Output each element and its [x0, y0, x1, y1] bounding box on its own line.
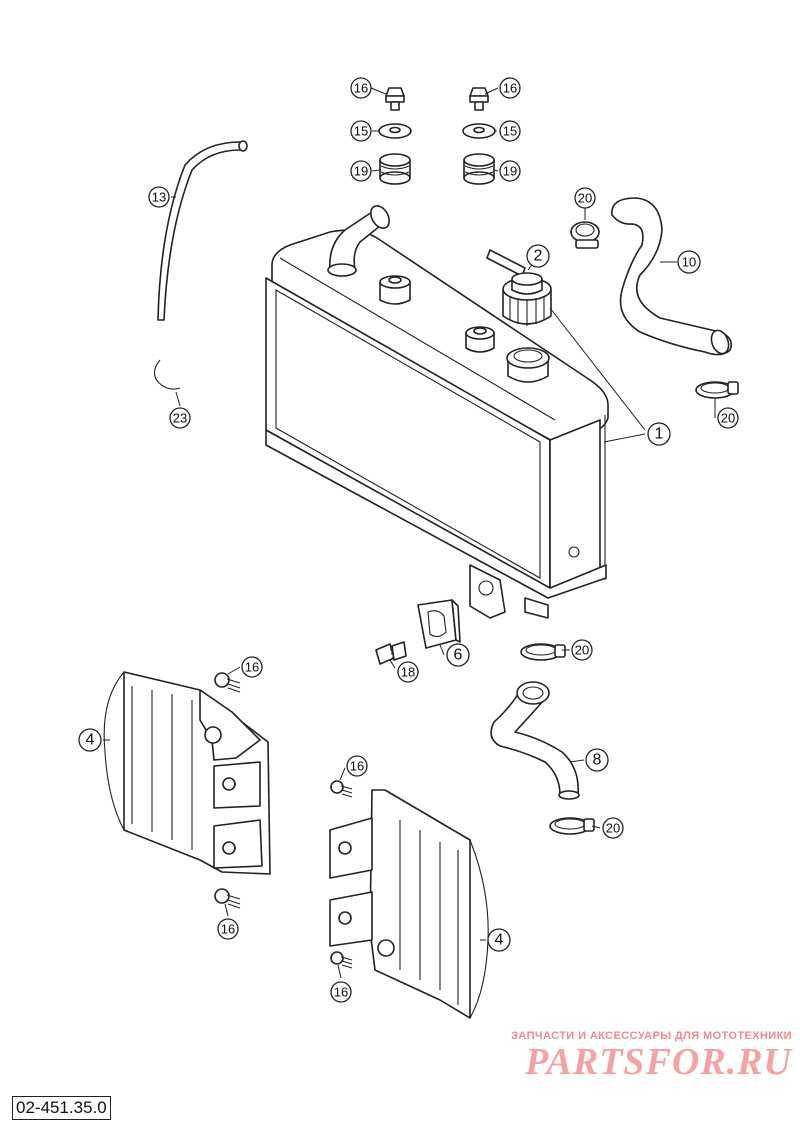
- callout-10: 10: [677, 250, 701, 274]
- callout-20b: 20: [717, 407, 739, 429]
- watermark-tagline: ЗАПЧАСТИ И АКСЕССУАРЫ ДЛЯ МОТОТЕХНИКИ: [511, 1030, 792, 1042]
- radiator-shroud-left: [103, 671, 271, 875]
- callout-label: 20: [578, 191, 592, 206]
- callout-8: 8: [585, 748, 609, 772]
- callout-16b: 16: [499, 77, 521, 99]
- radiator-shroud-right: [329, 789, 489, 1019]
- callout-label: 8: [593, 752, 602, 769]
- callout-19a: 19: [350, 160, 372, 182]
- callout-label: 19: [503, 164, 517, 179]
- callout-18: 18: [397, 661, 419, 683]
- callout-1: 1: [647, 422, 671, 446]
- callout-16c: 16: [241, 656, 263, 678]
- callout-20a: 20: [574, 187, 596, 209]
- callout-label: 19: [354, 164, 368, 179]
- callout-16f: 16: [330, 981, 352, 1003]
- callout-label: 20: [721, 411, 735, 426]
- radiator-cap: [486, 249, 552, 326]
- callout-2: 2: [526, 244, 550, 268]
- callout-label: 18: [401, 665, 415, 680]
- bolt-18: [375, 641, 407, 665]
- callout-4a: 4: [78, 728, 102, 752]
- callout-16d: 16: [346, 755, 368, 777]
- callout-6: 6: [446, 643, 470, 667]
- callout-label: 13: [152, 190, 166, 205]
- hose-clamp-top-right: [695, 381, 739, 399]
- callout-label: 1: [655, 426, 664, 443]
- bolt-16-left-lower: [214, 888, 241, 909]
- callout-20c: 20: [571, 639, 593, 661]
- callout-16e: 16: [217, 918, 239, 940]
- callout-label: 16: [350, 759, 364, 774]
- top-right-fasteners: [462, 87, 496, 185]
- callout-16a: 16: [350, 77, 372, 99]
- filler-neck: [506, 347, 550, 383]
- bolt-16-right-lower: [330, 951, 353, 969]
- callout-4b: 4: [487, 928, 511, 952]
- callout-label: 16: [334, 985, 348, 1000]
- callout-label: 20: [575, 643, 589, 658]
- leader-lines: [103, 87, 716, 979]
- callout-label: 2: [534, 248, 543, 265]
- callout-20d: 20: [602, 817, 624, 839]
- lower-radiator-hose: [490, 681, 580, 800]
- radiator: [265, 205, 609, 619]
- hose-clip: [153, 359, 181, 390]
- callout-label: 16: [221, 922, 235, 937]
- hose-clamp-middle: [520, 643, 566, 661]
- callout-15a: 15: [350, 120, 372, 142]
- bolt-16-right-upper: [330, 780, 353, 798]
- callout-19b: 19: [499, 160, 521, 182]
- callout-label: 4: [86, 732, 95, 749]
- upper-radiator-hose: [611, 197, 733, 356]
- top-left-fasteners: [378, 87, 412, 185]
- callout-label: 10: [682, 255, 696, 270]
- callout-15b: 15: [499, 120, 521, 142]
- rubber-bracket: [417, 599, 461, 649]
- callout-label: 16: [503, 81, 517, 96]
- bolt-16-left-upper: [214, 672, 241, 693]
- top-stud-2: [465, 326, 495, 353]
- callout-23: 23: [169, 407, 191, 429]
- hose-clamp-bottom: [549, 817, 595, 835]
- watermark-logo: PARTSFOR.RU: [525, 1041, 792, 1083]
- watermark: ЗАПЧАСТИ И АКСЕССУАРЫ ДЛЯ МОТОТЕХНИКИ PA…: [486, 1030, 792, 1082]
- callout-13: 13: [148, 186, 170, 208]
- callout-label: 15: [354, 124, 368, 139]
- hose-clamp-top-left: [570, 221, 600, 249]
- callout-label: 15: [503, 124, 517, 139]
- callout-label: 6: [454, 647, 463, 664]
- callout-label: 23: [173, 411, 187, 426]
- callout-label: 4: [495, 932, 504, 949]
- overflow-hose: [157, 140, 248, 321]
- callout-label: 20: [606, 821, 620, 836]
- document-code: 02-451.35.0: [12, 1096, 111, 1120]
- top-stud-1: [379, 275, 411, 305]
- callout-label: 16: [245, 660, 259, 675]
- callout-label: 16: [354, 81, 368, 96]
